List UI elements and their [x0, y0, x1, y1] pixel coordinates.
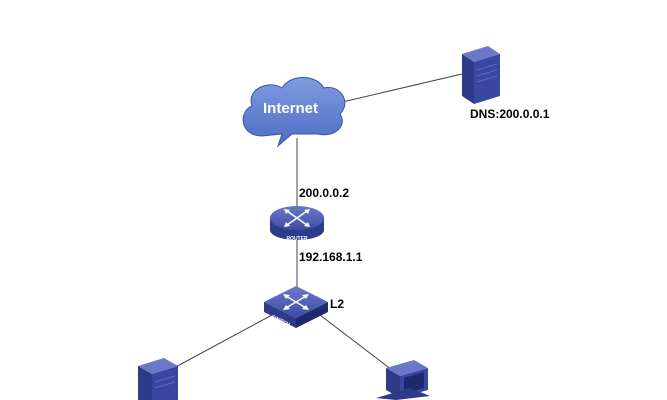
link-switch-server	[169, 314, 273, 371]
router-wan-ip-label: 200.0.0.2	[299, 186, 350, 200]
server-icon	[462, 46, 500, 104]
cloud-icon	[242, 77, 346, 148]
router-icon: ROUTER	[270, 206, 324, 242]
router-lan-ip-label: 192.168.1.1	[299, 250, 363, 264]
link-switch-pc	[319, 314, 393, 371]
links	[169, 73, 463, 371]
switch-icon: SWITCH	[264, 286, 328, 328]
link-internet-dns	[337, 73, 463, 104]
router-tag: ROUTER	[286, 236, 308, 242]
pc-icon	[376, 360, 430, 400]
server-icon	[138, 358, 178, 400]
internet-label: Internet	[263, 100, 319, 117]
switch-label: L2	[330, 297, 345, 311]
dns-label: DNS:200.0.0.1	[470, 107, 550, 121]
